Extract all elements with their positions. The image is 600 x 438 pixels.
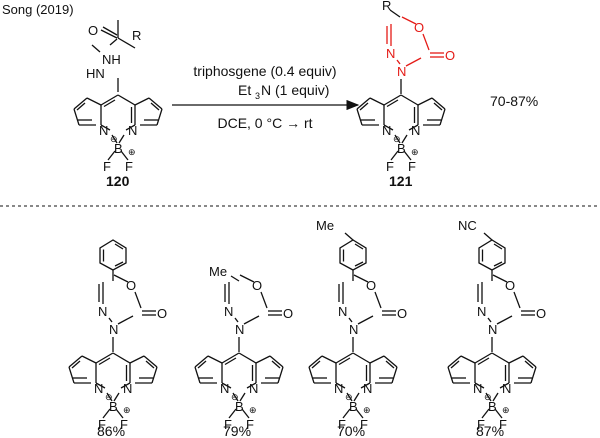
example-3-yield: 70%	[337, 423, 365, 438]
cyano-label: NC	[458, 218, 477, 233]
r-group-label: R	[132, 28, 141, 43]
example-tolyl: Me 70%	[308, 218, 408, 438]
methyl-label: Me	[209, 264, 227, 279]
example-2-yield: 79%	[223, 423, 251, 438]
reagent-line-2-a: Et	[238, 82, 251, 98]
product-n3-label: N	[397, 64, 406, 79]
compound-121-label: 121	[389, 173, 413, 189]
reagent-line-2-b: N (1 equiv)	[261, 82, 329, 98]
conditions-line: DCE, 0 °C → rt	[217, 115, 312, 131]
nh-label: NH	[102, 52, 121, 67]
example-cyanophenyl: NC 87%	[447, 218, 547, 438]
product-n4-label: N	[386, 46, 395, 61]
citation-label: Song (2019)	[2, 2, 74, 17]
hn-label: HN	[86, 66, 105, 81]
example-methyl: Me 79%	[194, 264, 294, 438]
reagent-line-1: triphosgene (0.4 equiv)	[193, 63, 336, 79]
product-r-group-label: R	[382, 0, 391, 13]
reaction-arrow-group: triphosgene (0.4 equiv) Et 3 N (1 equiv)…	[172, 63, 360, 131]
carbonyl-oxygen-label: O	[88, 23, 98, 38]
para-methyl-label: Me	[316, 218, 334, 233]
product-121: R N N O O 121	[356, 0, 455, 189]
yield-range-label: 70-87%	[490, 93, 538, 109]
compound-120-label: 120	[106, 173, 130, 189]
example-4-yield: 87%	[476, 423, 504, 438]
example-1-yield: 86%	[97, 423, 125, 438]
starting-material-120: R O NH HN 120	[73, 20, 163, 189]
product-carbonyl-oxygen-label: O	[445, 48, 455, 63]
reagent-line-2-sub: 3	[255, 91, 260, 101]
example-phenyl: 86%	[68, 239, 168, 438]
product-ring-oxygen-label: O	[414, 20, 424, 35]
